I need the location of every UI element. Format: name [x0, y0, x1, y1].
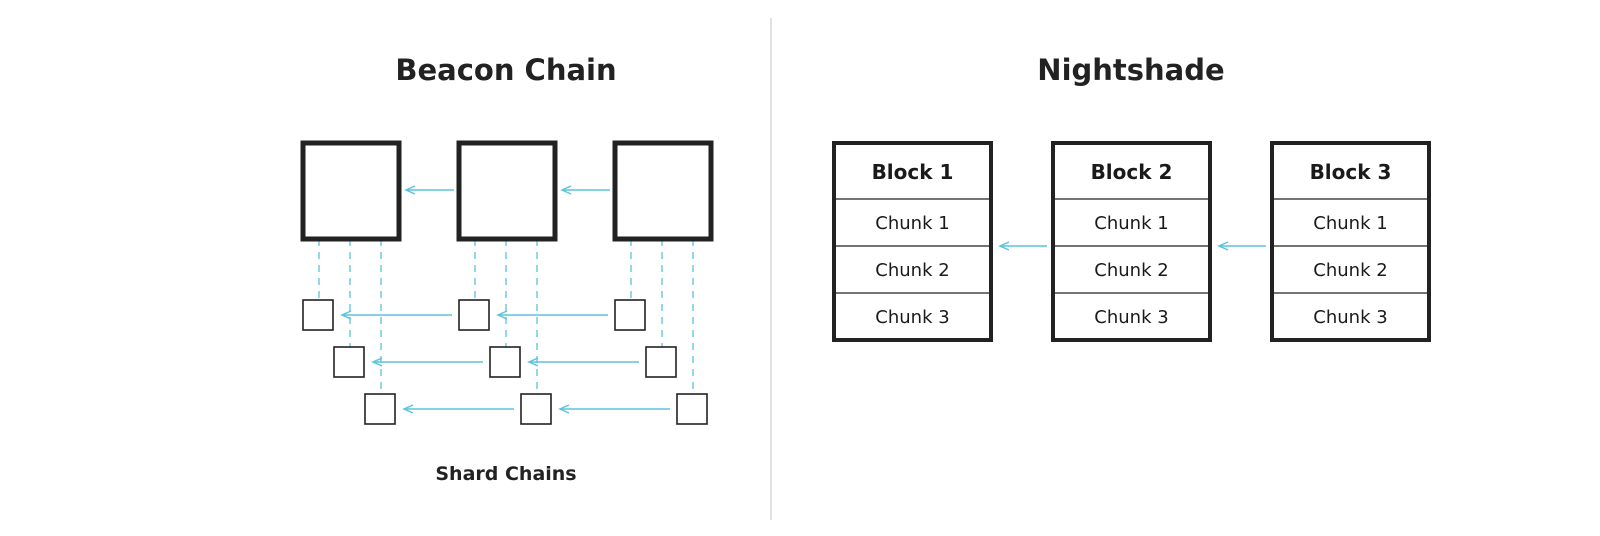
chunk-label: Chunk 3: [875, 307, 949, 328]
chunk-label: Chunk 2: [1094, 260, 1168, 281]
chunk-label: Chunk 1: [875, 213, 949, 234]
block-title: Block 1: [872, 160, 954, 184]
nightshade-title: Nightshade: [1037, 53, 1224, 87]
beacon-arrows: [404, 185, 610, 195]
block-outline: [832, 141, 993, 342]
shard-block: [333, 346, 365, 378]
beacon-chain-panel: Beacon Chain Shard Chains: [300, 53, 714, 485]
shard-block: [614, 299, 646, 331]
chunk-label: Chunk 3: [1313, 307, 1387, 328]
block-title: Block 3: [1310, 160, 1392, 184]
nightshade-arrow: [1217, 241, 1266, 251]
nightshade-blocks: Block 1 Chunk 1 Chunk 2 Chunk 3 Block 2 Chunk…: [832, 141, 1431, 342]
chunk-label: Chunk 1: [1313, 213, 1387, 234]
shard-block: [489, 346, 521, 378]
shard-arrow: [402, 404, 514, 414]
nightshade-block: Block 2 Chunk 1 Chunk 2 Chunk 3: [1051, 141, 1212, 342]
beacon-arrow: [560, 185, 610, 195]
chunk-label: Chunk 1: [1094, 213, 1168, 234]
beacon-arrow: [404, 185, 454, 195]
shard-arrow: [340, 310, 452, 320]
shard-block: [645, 346, 677, 378]
chunk-label: Chunk 3: [1094, 307, 1168, 328]
shard-arrows: [340, 310, 670, 414]
beacon-block: [456, 140, 558, 242]
block-title: Block 2: [1091, 160, 1173, 184]
nightshade-arrow: [998, 241, 1047, 251]
nightshade-arrows: [998, 241, 1266, 251]
shard-arrow: [527, 357, 639, 367]
shard-blocks: [302, 299, 708, 425]
shard-arrow: [496, 310, 608, 320]
shard-block: [302, 299, 334, 331]
shard-block: [364, 393, 396, 425]
block-outline: [1051, 141, 1212, 342]
beacon-chain-title: Beacon Chain: [395, 53, 616, 87]
nightshade-block: Block 1 Chunk 1 Chunk 2 Chunk 3: [832, 141, 993, 342]
beacon-shard-connectors: [318, 239, 694, 394]
shard-block: [458, 299, 490, 331]
shard-arrow: [371, 357, 483, 367]
shard-chains-caption: Shard Chains: [435, 463, 576, 485]
chunk-label: Chunk 2: [1313, 260, 1387, 281]
shard-block: [520, 393, 552, 425]
chunk-label: Chunk 2: [875, 260, 949, 281]
shard-arrow: [558, 404, 670, 414]
shard-block: [676, 393, 708, 425]
beacon-block: [612, 140, 714, 242]
beacon-block: [300, 140, 402, 242]
block-outline: [1270, 141, 1431, 342]
nightshade-block: Block 3 Chunk 1 Chunk 2 Chunk 3: [1270, 141, 1431, 342]
beacon-blocks: [300, 140, 714, 242]
